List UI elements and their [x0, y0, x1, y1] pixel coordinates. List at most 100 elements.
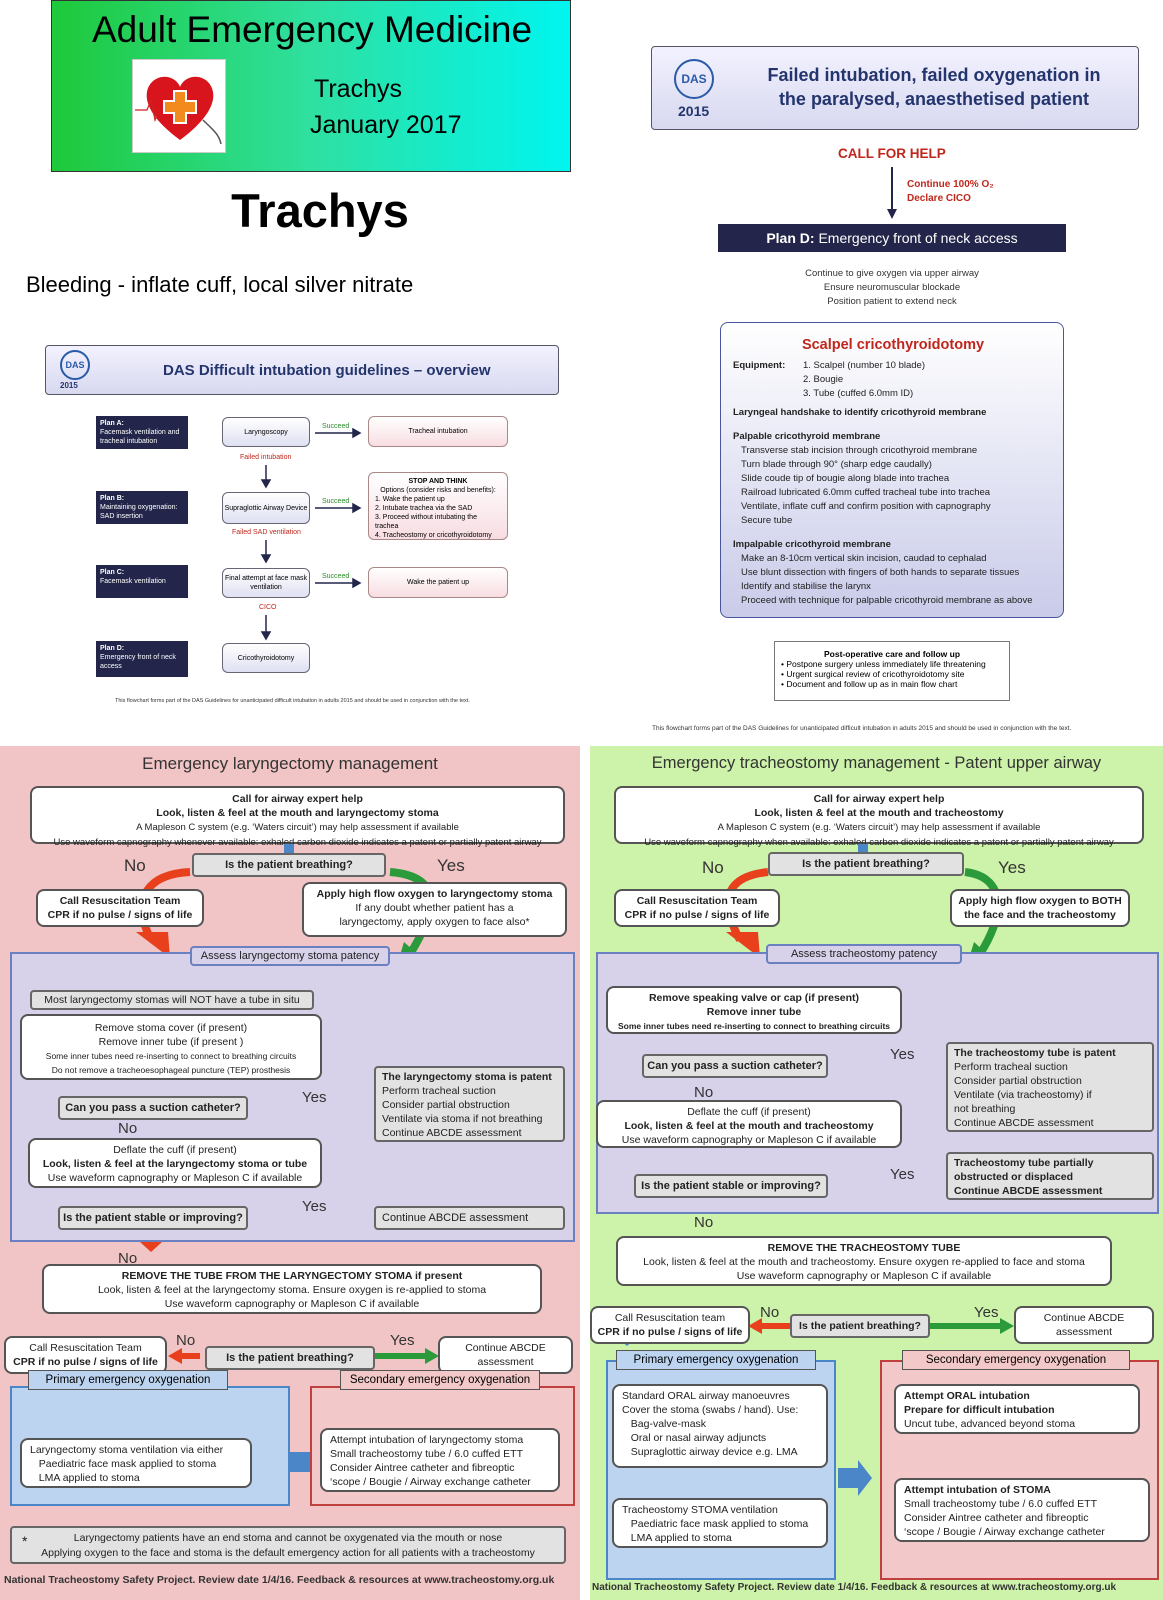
- banner-title: Adult Emergency Medicine: [91, 9, 533, 50]
- trach-patent-line: Ventilate (via tracheostomy) if: [954, 1089, 1092, 1101]
- trach-oxygen-line: the face and the tracheostomy: [964, 909, 1116, 921]
- plan-a: Plan A: Facemask ventilation and tracheal…: [96, 416, 188, 449]
- palpable-step: Railroad lubricated 6.0mm cuffed trachea…: [741, 487, 991, 498]
- lary-cont2-line: Continue ABCDE: [465, 1342, 546, 1354]
- lary-most-note: Most laryngectomy stomas will NOT have a…: [30, 990, 314, 1010]
- lary-yes: Yes: [437, 856, 465, 875]
- impalpable-title: Impalpable cricothyroid membrane: [733, 539, 891, 550]
- lary-footnote-line: Laryngectomy patients have an end stoma …: [73, 1532, 503, 1544]
- lary-yes: Yes: [302, 1089, 327, 1106]
- plan-c-desc: Facemask ventilation: [100, 578, 166, 585]
- das-logo-text: DAS: [681, 72, 707, 86]
- lary-no: No: [124, 856, 146, 875]
- lary-secondary-line: Small tracheostomy tube / 6.0 cuffed ETT: [330, 1448, 523, 1460]
- trach-breathing-question-2: Is the patient breathing?: [790, 1314, 930, 1338]
- page-title: Trachys: [231, 184, 409, 237]
- trach-cont2-line: Continue ABCDE: [1043, 1312, 1125, 1324]
- das-overview-title: DAS Difficult intubation guidelines – ov…: [163, 362, 491, 379]
- trach-secondary2-line: Consider Aintree catheter and fibreoptic: [904, 1512, 1089, 1524]
- das-fail-title-1: Failed intubation, failed oxygenation in: [767, 65, 1101, 85]
- lary-oxygen-box: Apply high flow oxygen to laryngectomy s…: [302, 882, 567, 937]
- succeed-b: Succeed: [322, 498, 350, 505]
- trach-stoma-line: Paediatric face mask applied to stoma: [630, 1518, 809, 1530]
- trach-no: No: [694, 1084, 714, 1101]
- lary-call-line: A Mapleson C system (e.g. ‘Waters circui…: [136, 822, 459, 833]
- trach-remove-line: Remove speaking valve or cap (if present…: [648, 992, 860, 1004]
- das-overview-footer: This flowchart forms part of the DAS Gui…: [115, 698, 470, 704]
- trach-patent-line: Continue ABCDE assessment: [954, 1117, 1094, 1129]
- trach-footer-link[interactable]: www.tracheostomy.org.uk: [992, 1582, 1117, 1593]
- trach-deflate-line: Look, listen & feel at the mouth and tra…: [624, 1120, 874, 1132]
- lary-remove-line: Some inner tubes need re-inserting to co…: [45, 1051, 297, 1061]
- plan-c-name: Plan C:: [100, 569, 125, 576]
- trach-remove-line: Remove inner tube: [706, 1006, 802, 1018]
- step-sad: Supraglottic Airway Device: [222, 492, 310, 524]
- trach-cont2-line: assessment: [1055, 1326, 1113, 1338]
- down-arrow-icon: [887, 167, 897, 219]
- bleeding-note: Bleeding - inflate cuff, local silver ni…: [26, 272, 414, 297]
- trach-secondary1-line: Attempt ORAL intubation: [904, 1390, 1030, 1402]
- trach-patent-line: The tracheostomy tube is patent: [954, 1047, 1116, 1059]
- trach-patent-line: not breathing: [954, 1103, 1016, 1115]
- palpable-step: Secure tube: [741, 515, 793, 526]
- lary-deflate-line: Look, listen & feel at the laryngectomy …: [42, 1158, 308, 1170]
- lary-title: Emergency laryngectomy management: [142, 754, 438, 773]
- trach-stable-question: Is the patient stable or improving?: [634, 1174, 828, 1198]
- trach-secondary-title: Secondary emergency oxygenation: [902, 1350, 1130, 1370]
- palpable-step: Slide coude tip of bougie along blade in…: [741, 473, 950, 484]
- lary-deflate-line: Deflate the cuff (if present): [113, 1144, 237, 1156]
- das-overview-arrows: [260, 427, 362, 641]
- lary-secondary-box: Attempt intubation of laryngectomy stoma…: [320, 1428, 560, 1492]
- plan-a-desc: Facemask ventilation and tracheal intuba…: [100, 429, 180, 445]
- fail-intubation: Failed intubation: [240, 454, 292, 461]
- equip-label: Equipment:: [733, 360, 786, 371]
- plan-d-text: Emergency front of neck access: [818, 230, 1018, 246]
- stop-item: 3. Proceed without intubating the trache…: [375, 514, 477, 530]
- lary-secondary-line: ‘scope / Bougie / Airway exchange cathet…: [330, 1476, 531, 1488]
- palpable-step: Transverse stab incision through cricoth…: [741, 445, 978, 456]
- trach-call-line: A Mapleson C system (e.g. ‘Waters circui…: [717, 822, 1041, 833]
- instruction-line: Position patient to extend neck: [827, 296, 957, 307]
- das-fail-year: 2015: [678, 103, 710, 119]
- trach-stoma-box: Tracheostomy STOMA ventilation Paediatri…: [612, 1498, 828, 1548]
- trach-patent-line: Perform tracheal suction: [954, 1061, 1068, 1073]
- impalpable-step: Identify and stabilise the larynx: [741, 581, 871, 592]
- lary-suction-question: Can you pass a suction catheter?: [58, 1096, 248, 1120]
- lary-cont2-line: assessment: [477, 1356, 534, 1368]
- impalpable-step: Proceed with technique for palpable cric…: [741, 595, 1033, 606]
- trach-yes: Yes: [998, 858, 1026, 877]
- plan-d-label: Plan D:: [766, 230, 815, 246]
- plan-a-name: Plan A:: [100, 420, 124, 427]
- lary-call-line: Use waveform capnography whenever availa…: [53, 837, 542, 848]
- equip-item: 3. Tube (cuffed 6.0mm ID): [803, 388, 914, 399]
- lary-secondary-line: Attempt intubation of laryngectomy stoma: [330, 1434, 524, 1446]
- das-logo-icon: DAS: [674, 59, 714, 99]
- heart-medical-icon: [132, 59, 226, 153]
- plan-d-banner: Plan D: Emergency front of neck access: [718, 224, 1066, 252]
- trach-stoma-line: Tracheostomy STOMA ventilation: [622, 1504, 778, 1516]
- trach-call-line: Call for airway expert help: [813, 793, 945, 805]
- equip-item: 1. Scalpel (number 10 blade): [803, 360, 925, 371]
- trach-secondary1-line: Uncut tube, advanced beyond stoma: [904, 1418, 1076, 1430]
- lary-resus2-line: Call Resuscitation Team: [29, 1342, 142, 1354]
- lary-patent-line: Consider partial obstruction: [382, 1099, 510, 1111]
- lary-footer: National Tracheostomy Safety Project. Re…: [4, 1574, 554, 1586]
- postop-item: Postpone surgery unless immediately life…: [786, 659, 986, 669]
- stop-title: STOP AND THINK: [408, 478, 468, 485]
- lary-primary-line: LMA applied to stoma: [38, 1472, 140, 1484]
- lary-secondary-line: Consider Aintree catheter and fibreoptic: [330, 1462, 515, 1474]
- trach-no: No: [694, 1214, 714, 1231]
- lary-footer-link[interactable]: www.tracheostomy.org.uk: [424, 1574, 555, 1586]
- trach-yes: Yes: [890, 1046, 915, 1063]
- das-logo-icon: DAS: [60, 350, 90, 380]
- trach-remove-box: Remove speaking valve or cap (if present…: [606, 986, 902, 1034]
- lary-deflate-line: Use waveform capnography or Mapleson C i…: [47, 1172, 303, 1184]
- continue-oxygen: Continue 100% O₂: [907, 179, 994, 190]
- lary-remove-tube-box: REMOVE THE TUBE FROM THE LARYNGECTOMY ST…: [42, 1264, 542, 1314]
- trach-resus-line: Call Resuscitation Team: [636, 895, 758, 907]
- postop-item: Document and follow up as in main flow c…: [786, 679, 958, 689]
- trach-breathing-question: Is the patient breathing?: [768, 852, 964, 876]
